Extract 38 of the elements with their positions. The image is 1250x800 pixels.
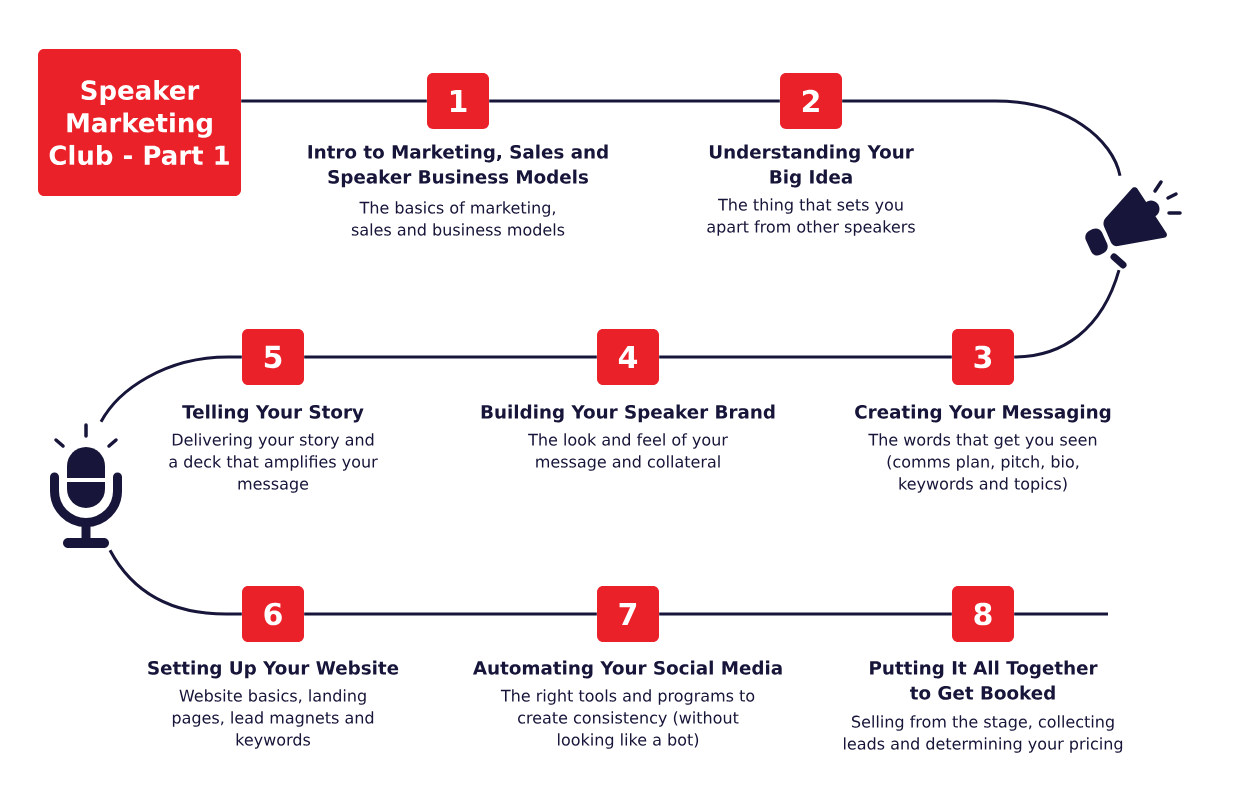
step-heading: Setting Up Your Website bbox=[148, 660, 399, 679]
number-box: 6 bbox=[242, 586, 304, 642]
number-box: 1 bbox=[427, 73, 489, 129]
connector-line bbox=[108, 549, 242, 616]
step-heading: Understanding Your Big Idea bbox=[709, 144, 914, 188]
number-box: 3 bbox=[952, 329, 1014, 385]
step-heading: Intro to Marketing, Sales and Speaker Business Models bbox=[308, 144, 608, 188]
connector-line bbox=[304, 355, 597, 359]
step-heading: Automating Your Social Media bbox=[473, 660, 782, 679]
step-description: The basics of marketing, sales and business models bbox=[351, 201, 565, 236]
number-box: 4 bbox=[597, 329, 659, 385]
connector-line bbox=[1014, 612, 1108, 616]
connector-line bbox=[99, 355, 242, 423]
step-heading: Telling Your Story bbox=[182, 404, 364, 423]
megaphone-icon bbox=[1085, 180, 1182, 269]
number-box: 7 bbox=[597, 586, 659, 642]
number-box: 8 bbox=[952, 586, 1014, 642]
number-box: 2 bbox=[780, 73, 842, 129]
number-box: 5 bbox=[242, 329, 304, 385]
connector-line bbox=[659, 355, 952, 359]
step-heading: Putting It All Together to Get Booked bbox=[870, 660, 1098, 700]
step-description: The words that get you seen (comms plan, pitch, bio, keywords and topics) bbox=[868, 433, 1097, 493]
step-description: Selling from the stage, collecting leads and determining your pricing bbox=[844, 715, 1123, 753]
step-description: Delivering your story and a deck that amplifies your message bbox=[169, 433, 378, 493]
step-heading: Building Your Speaker Brand bbox=[481, 404, 775, 423]
step-description: Website basics, landing pages, lead magnets and keywords bbox=[172, 689, 374, 749]
title-box: Speaker Marketing Club - Part 1 bbox=[38, 49, 241, 196]
step-description: The thing that sets you apart from other speakers bbox=[707, 198, 915, 236]
connector-line bbox=[1014, 269, 1121, 359]
microphone-icon bbox=[50, 423, 122, 548]
step-description: The right tools and programs to create consistency (without looking like a bot) bbox=[500, 689, 755, 749]
connector-line bbox=[241, 99, 427, 103]
connector-line bbox=[842, 99, 1122, 177]
step-description: The look and feel of your message and collateral bbox=[528, 433, 728, 471]
connector-line bbox=[489, 99, 780, 103]
connector-line bbox=[304, 612, 597, 616]
step-heading: Creating Your Messaging bbox=[855, 404, 1111, 423]
connector-line bbox=[659, 612, 952, 616]
